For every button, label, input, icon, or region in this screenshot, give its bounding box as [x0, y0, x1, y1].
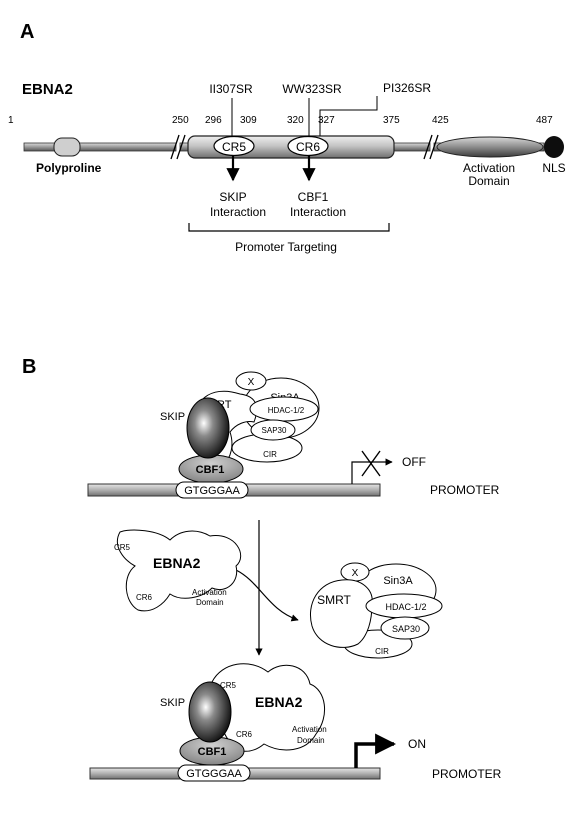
position-296: 296: [205, 115, 222, 126]
activation-label-1: Activation: [463, 161, 515, 175]
skip-interaction-label-2: Interaction: [210, 205, 266, 219]
on-state-label: ON: [408, 737, 426, 751]
free-activation-label-2: Domain: [196, 598, 224, 607]
off-hdac-label: HDAC-1/2: [268, 406, 305, 415]
promoter-targeting-bracket: [188, 223, 390, 232]
position-425: 425: [432, 115, 449, 126]
on-skip: [188, 681, 232, 743]
off-dna-box: [175, 481, 249, 499]
polyproline-domain: [53, 137, 81, 157]
skip-interaction-label-1: SKIP: [219, 190, 246, 204]
free-ebna2-label: EBNA2: [153, 555, 201, 571]
released-sin3a-label: Sin3A: [383, 575, 413, 587]
on-promoter-label: PROMOTER: [432, 767, 502, 781]
position-1: 1: [8, 115, 14, 126]
release-arrow: [235, 569, 299, 622]
position-309: 309: [240, 115, 257, 126]
off-state-label: OFF: [402, 455, 426, 469]
position-375: 375: [383, 115, 400, 126]
cr5-box: [213, 135, 255, 157]
break-marker-250: [170, 134, 186, 160]
free-activation-label-1: Activation: [192, 588, 227, 597]
backbone-left: [23, 142, 177, 152]
position-320: 320: [287, 115, 304, 126]
on-dna-sequence: GTGGGAA: [186, 768, 242, 780]
position-327: 327: [318, 115, 335, 126]
position-487: 487: [536, 115, 553, 126]
released-x-label: X: [352, 568, 359, 579]
activation-domain: [436, 136, 544, 158]
off-x: [235, 371, 267, 391]
free-cr6-label: CR6: [136, 593, 153, 602]
on-cr5-label: CR5: [220, 681, 237, 690]
released-smrt: [310, 579, 373, 648]
cr6-label: CR6: [296, 140, 320, 154]
mutation-pi326sr-pointer: [319, 96, 378, 136]
released-hdac-label: HDAC-1/2: [385, 602, 426, 612]
cbf1-interaction-label-1: CBF1: [298, 190, 329, 204]
position-250: 250: [172, 115, 189, 126]
on-promoter-arrow: [354, 733, 397, 768]
activation-label-2: Domain: [468, 174, 509, 188]
off-cir-label: CIR: [263, 450, 277, 459]
nls-domain: [544, 136, 564, 158]
off-blocked-x-icon: [361, 450, 381, 477]
on-activation-label-1: Activation: [292, 725, 327, 734]
on-ebna2-label: EBNA2: [255, 694, 303, 710]
free-ebna2-shape: [116, 529, 242, 612]
off-skip-label: SKIP: [160, 411, 185, 423]
polyproline-label: Polyproline: [36, 161, 102, 175]
released-cir-label: CIR: [375, 647, 389, 656]
promoter-targeting-label: Promoter Targeting: [235, 240, 337, 254]
cbf1-interaction-label-2: Interaction: [290, 205, 346, 219]
off-sap30-label: SAP30: [262, 426, 287, 435]
released-sap30: [380, 616, 430, 640]
panel-a-label: A: [20, 21, 34, 43]
on-activation-label-2: Domain: [297, 736, 325, 745]
cr6-box: [287, 135, 329, 157]
protein-name: EBNA2: [22, 81, 73, 98]
on-skip-label: SKIP: [160, 697, 185, 709]
mutation-pi326sr: PI326SR: [383, 81, 431, 95]
off-sap30: [250, 419, 296, 441]
off-promoter-arrow: [351, 458, 393, 484]
cr5-label: CR5: [222, 140, 246, 154]
break-marker-425: [423, 134, 439, 160]
panel-b-label: B: [22, 356, 36, 378]
off-repressor-complex: CIR Sin3A X SMRT HDAC-1/2 SAP30 CBF1 SKI…: [87, 371, 500, 499]
off-promoter-label: PROMOTER: [430, 483, 500, 497]
off-dna-sequence: GTGGGAA: [184, 485, 240, 497]
free-ebna2: CR5 EBNA2 CR6 Activation Domain: [114, 529, 242, 612]
on-dna-box: [177, 764, 251, 782]
off-skip: [186, 397, 230, 459]
mutation-ww323sr: WW323SR: [282, 82, 342, 96]
free-cr5-label: CR5: [114, 543, 131, 552]
off-cbf1-label: CBF1: [196, 464, 225, 476]
off-x-label: X: [248, 377, 255, 388]
on-cr6-label: CR6: [236, 730, 253, 739]
released-repressor-complex: CIR Sin3A X SMRT HDAC-1/2 SAP30: [310, 562, 443, 659]
nls-label: NLS: [542, 161, 565, 175]
mutation-ii307sr: II307SR: [209, 82, 253, 96]
released-smrt-label: SMRT: [317, 593, 351, 607]
released-sap30-label: SAP30: [392, 624, 420, 634]
on-activator-complex: CR5 EBNA2 CR6 Activation Domain CBF1 SKI…: [89, 663, 502, 782]
on-cbf1-label: CBF1: [198, 746, 227, 758]
